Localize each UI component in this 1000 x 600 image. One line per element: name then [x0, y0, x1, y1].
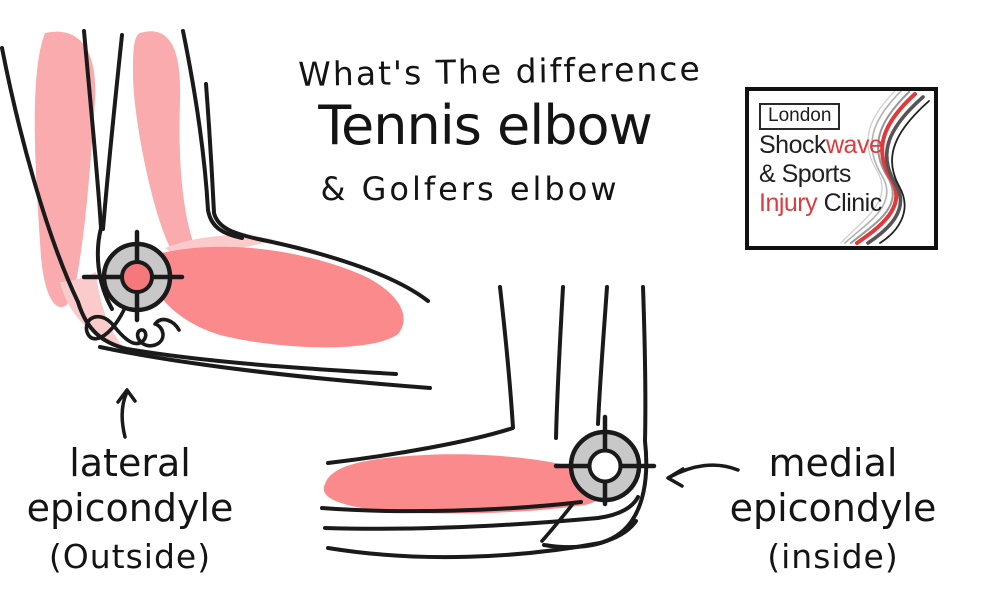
forearm-extensor-upper-shape	[132, 31, 197, 265]
biceps-muscle-shape	[34, 31, 96, 308]
elbow-inner-descender	[95, 226, 114, 311]
logo-brand-line1: Shockwave	[759, 131, 883, 160]
target-center	[120, 260, 154, 294]
upper-arm-mid-line-2	[596, 285, 609, 426]
logo-word-injury: Injury	[759, 189, 818, 217]
title-tennis-elbow: Tennis elbow	[318, 94, 653, 157]
logo-brand-line2: & Sports	[759, 160, 851, 188]
elbow-bottom-outline	[76, 300, 398, 376]
flexor-muscle-belly-shape	[323, 454, 605, 514]
upper-arm-right-inner-outline	[181, 29, 244, 240]
tennis-elbow-diagram	[0, 29, 432, 390]
logo-city-text: London	[768, 105, 832, 126]
lateral-label-qualifier: (Outside)	[48, 536, 212, 576]
swoosh-graphic	[840, 91, 930, 245]
logo-city-badge: London	[759, 103, 841, 130]
arrow-left-icon	[666, 463, 740, 488]
medial-label-qualifier: (inside)	[767, 536, 899, 576]
lateral-epicondyle-label: lateral epicondyle (Outside)	[10, 441, 250, 577]
arrow-up-icon	[116, 388, 137, 439]
medial-label-line2: epicondyle	[729, 485, 937, 530]
pale-muscle-crescent	[60, 272, 122, 346]
logo-brand-line3: Injury Clinic	[759, 189, 882, 218]
lateral-label-line2: epicondyle	[26, 485, 234, 530]
title-golfers-elbow: & Golfers elbow	[320, 170, 620, 208]
forearm-line-1	[320, 500, 583, 514]
target-center	[587, 448, 623, 484]
title-question: What's The difference	[297, 49, 703, 94]
forearm-bottom-outline	[326, 519, 638, 560]
medial-epicondyle-label: medial epicondyle (inside)	[713, 441, 953, 577]
logo-word-wave: wave	[825, 131, 883, 159]
forearm-bottom-outline	[98, 345, 432, 390]
forearm-line-2	[323, 495, 640, 531]
upper-arm-left-outline	[326, 285, 515, 465]
medial-epicondyle-target-icon	[553, 414, 657, 507]
medial-label-line1: medial	[768, 441, 898, 485]
upper-arm-mid-line-1	[554, 285, 565, 440]
upper-arm-inner-line-1	[82, 29, 103, 230]
upper-arm-outer-outline	[0, 46, 80, 304]
upper-arm-inner-line-2	[101, 33, 124, 231]
elbow-inner-curve	[540, 503, 574, 543]
lateral-label-line1: lateral	[69, 441, 191, 485]
elbow-squiggle-outline	[84, 289, 181, 348]
upper-arm-right-outer-outline	[204, 82, 430, 303]
golfers-elbow-diagram	[320, 285, 657, 560]
clinic-logo: London Shockwave & Sports Injury Clinic	[745, 87, 938, 250]
lateral-epicondyle-target-icon	[81, 229, 185, 323]
logo-word-shock: Shock	[759, 131, 826, 159]
extensor-muscle-belly-shape	[148, 246, 404, 348]
logo-word-clinic: Clinic	[817, 189, 883, 217]
